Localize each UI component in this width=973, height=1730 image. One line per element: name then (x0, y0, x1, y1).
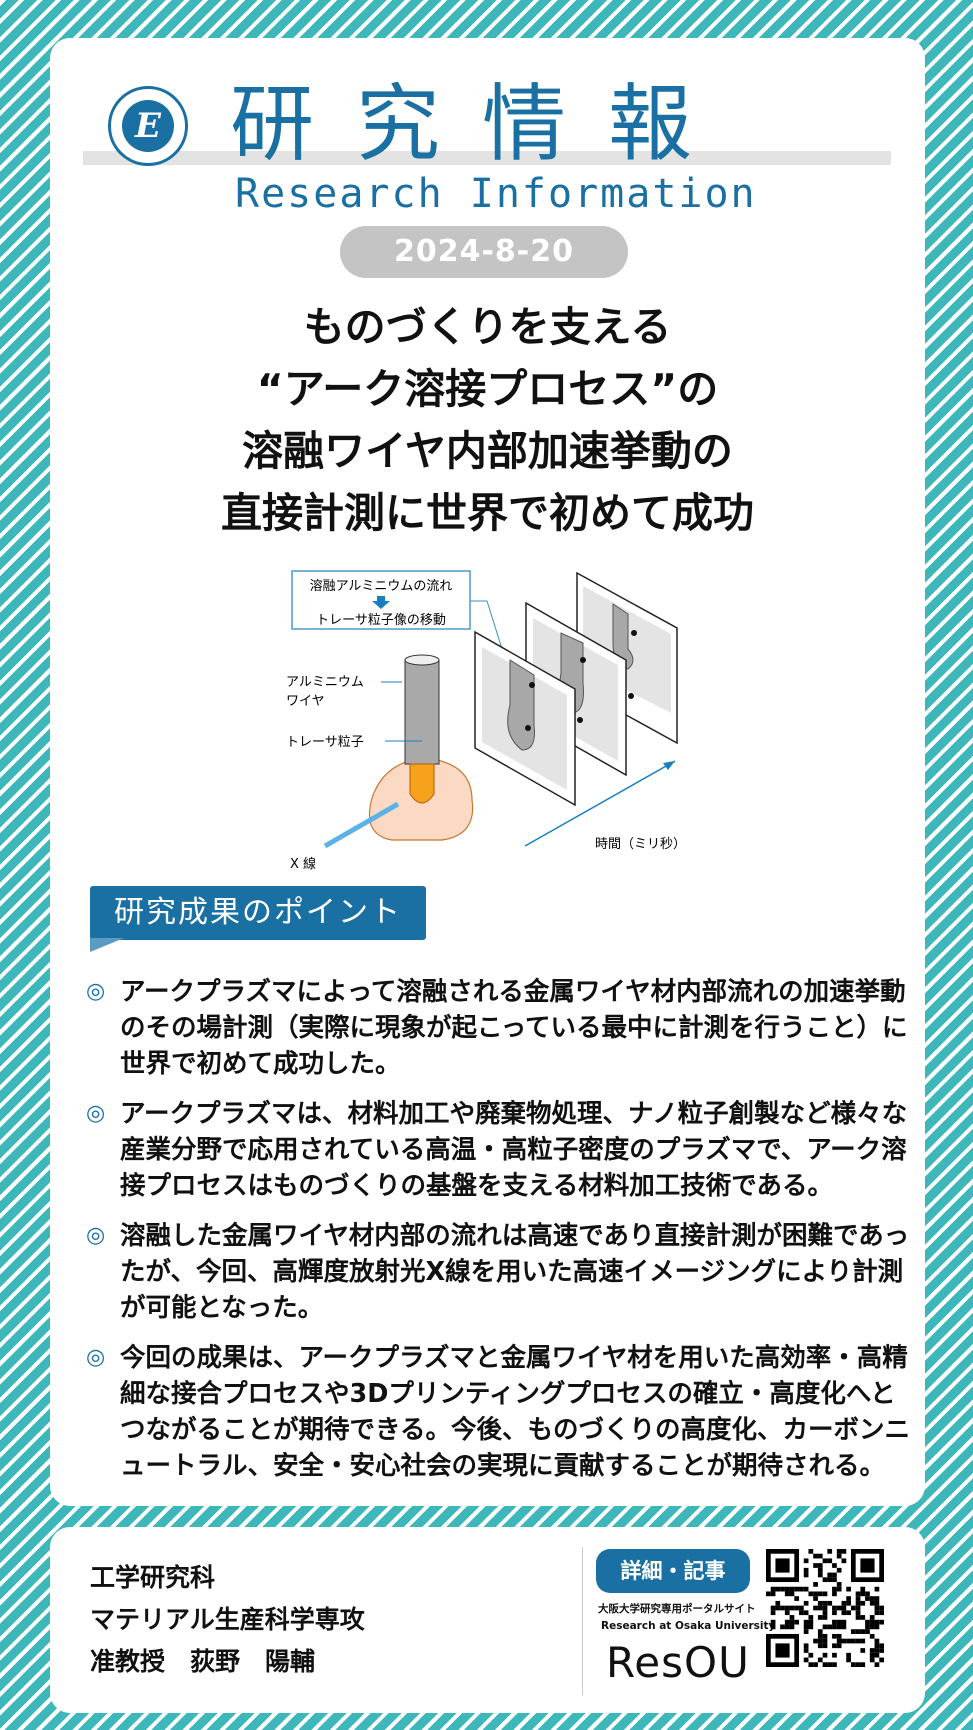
footer-card: 工学研究科 マテリアル生産科学専攻 准教授 荻野 陽輔 詳細・記事 大阪大学研究… (50, 1527, 925, 1713)
page-title: 研究情報 (230, 75, 735, 173)
molten-drop (409, 763, 435, 804)
headline-line: 直接計測に世界で初めて成功 (221, 489, 754, 537)
diagram: 溶融アルミニウムの流れ トレーサ粒子像の移動 時間（ミリ秒） アルミニウム ワイ… (286, 570, 686, 872)
headline: ものづくりを支える “アーク溶接プロセス”の 溶融ワイヤ内部加速挙動の 直接計測… (50, 296, 925, 544)
portal-name-en: Research at Osaka University (601, 1620, 776, 1632)
school-logo: E (108, 86, 188, 166)
double-circle-icon: ◎ (86, 979, 106, 1004)
double-circle-icon: ◎ (86, 1345, 106, 1370)
time-arrow-icon (663, 761, 675, 770)
aluminum-wire (404, 659, 440, 765)
portal-caption: 大阪大学研究専用ポータルサイト (598, 1603, 756, 1615)
headline-line: 溶融ワイヤ内部加速挙動の (242, 427, 733, 475)
list-item: ◎ 今回の成果は、アークプラズマと金属ワイヤ材を用いた高効率・高精細な接合プロセス… (86, 1340, 916, 1484)
headline-line: ものづくりを支える (303, 303, 672, 351)
qr-code[interactable] (766, 1549, 884, 1667)
time-label: 時間（ミリ秒） (595, 837, 686, 852)
point-text: 今回の成果は、アークプラズマと金属ワイヤ材を用いた高効率・高精細な接合プロセスや… (120, 1343, 910, 1481)
headline-line: “アーク溶接プロセス”の (256, 365, 719, 413)
page-subtitle: Research Information (235, 171, 757, 217)
wire-label: ワイヤ (286, 694, 325, 709)
main-card: E 研究情報 Research Information 2024-8-20 もの… (50, 38, 925, 1506)
xray-label: X 線 (290, 856, 316, 872)
list-item: ◎ アークプラズマは、材料加工や廃棄物処理、ナノ粒子創製など様々な産業分野で応用さ… (86, 1096, 916, 1204)
researcher-name: 准教授 荻野 陽輔 (90, 1647, 316, 1676)
graduate-school: 工学研究科 (90, 1563, 216, 1592)
header-band (83, 151, 891, 165)
list-item: ◎ アークプラズマによって溶融される金属ワイヤ材内部流れの加速挙動のその場計測（実… (86, 974, 916, 1082)
section-heading-tail (90, 938, 124, 952)
point-text: 溶融した金属ワイヤ材内部の流れは高速であり直接計測が困難であったが、今回、高輝度… (120, 1221, 910, 1323)
xray-arrow-icon (323, 801, 400, 849)
department: マテリアル生産科学専攻 (90, 1605, 365, 1634)
image-frames (474, 571, 678, 807)
researcher-info: 工学研究科 マテリアル生産科学専攻 准教授 荻野 陽輔 (90, 1557, 365, 1683)
point-text: アークプラズマによって溶融される金属ワイヤ材内部流れの加速挙動のその場計測（実際… (120, 977, 908, 1079)
double-circle-icon: ◎ (86, 1223, 106, 1248)
date-badge: 2024-8-20 (340, 226, 628, 278)
tracer-label: トレーサ粒子 (286, 735, 364, 750)
details-button[interactable]: 詳細・記事 (596, 1549, 750, 1593)
down-arrow-icon (372, 596, 390, 609)
resou-logo[interactable]: ResOU (606, 1638, 750, 1687)
list-item: ◎ 溶融した金属ワイヤ材内部の流れは高速であり直接計測が困難であったが、今回、高輝… (86, 1218, 916, 1326)
points-list: ◎ アークプラズマによって溶融される金属ワイヤ材内部流れの加速挙動のその場計測（実… (86, 974, 916, 1498)
point-text: アークプラズマは、材料加工や廃棄物処理、ナノ粒子創製など様々な産業分野で応用され… (120, 1099, 908, 1201)
divider (582, 1547, 583, 1695)
diagram-box-text: トレーサ粒子像の移動 (316, 613, 446, 628)
double-circle-icon: ◎ (86, 1101, 106, 1126)
section-heading: 研究成果のポイント (90, 886, 426, 940)
diagram-box-text: 溶融アルミニウムの流れ (310, 579, 453, 594)
wire-label: アルミニウム (286, 675, 364, 690)
